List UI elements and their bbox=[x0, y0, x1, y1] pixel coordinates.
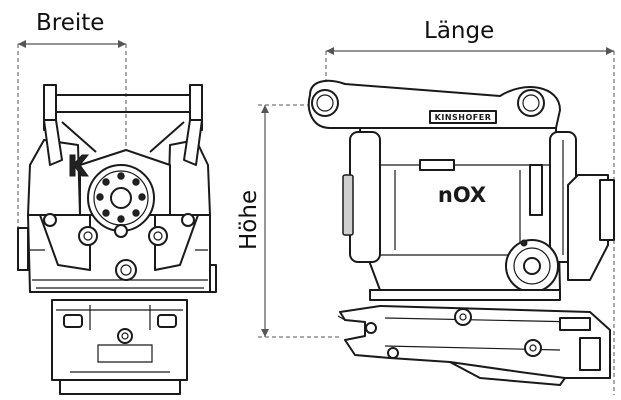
width-dimension bbox=[17, 40, 127, 240]
length-label: Länge bbox=[424, 18, 495, 44]
brand-plate: KINSHOFER bbox=[435, 113, 492, 122]
width-label: Breite bbox=[36, 10, 105, 36]
model-logo: nOX bbox=[438, 183, 486, 207]
side-view: KINSHOFER nOX bbox=[307, 79, 615, 386]
front-view bbox=[17, 84, 217, 395]
height-dimension bbox=[258, 104, 340, 338]
